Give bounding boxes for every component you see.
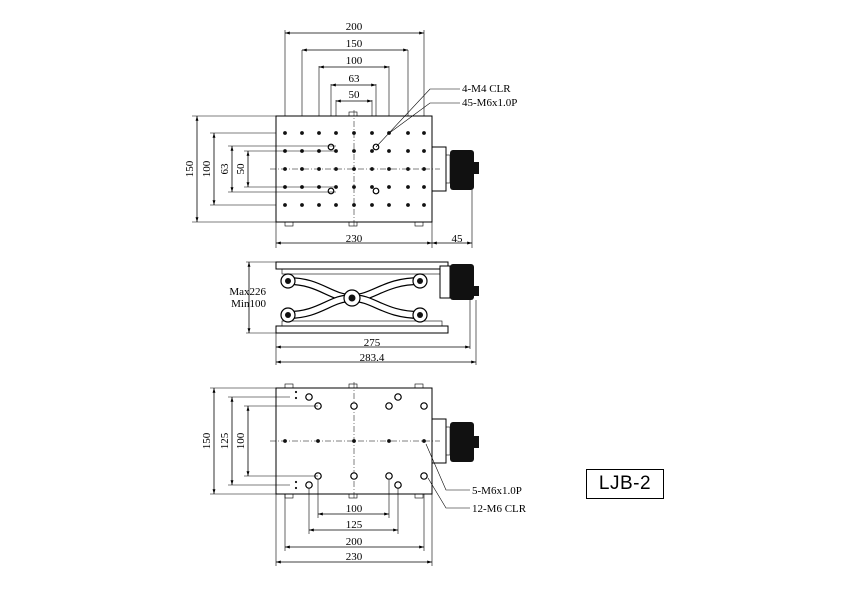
dim-bot-125: 125	[219, 432, 231, 449]
tapped-hole	[406, 149, 410, 153]
clearance-hole	[420, 472, 428, 480]
dim-left-63: 63	[219, 163, 231, 175]
tapped-hole	[387, 203, 391, 207]
clearance-hole	[350, 472, 358, 480]
tapped-hole	[370, 185, 374, 189]
clearance-hole	[305, 393, 313, 401]
tapped-hole	[422, 185, 426, 189]
tapped-hole	[300, 203, 304, 207]
dim-top-200: 200	[346, 21, 363, 33]
tapped-hole	[370, 167, 374, 171]
tapped-hole	[422, 149, 426, 153]
side-view: Max226 Min100 275 283.4	[229, 261, 479, 365]
tapped-hole	[406, 131, 410, 135]
tapped-hole	[406, 203, 410, 207]
tapped-hole	[334, 131, 338, 135]
tapped-hole	[387, 439, 391, 443]
bottom-view: 150 125 100 100 125 200 230 5-M6x1.0P 12…	[201, 382, 527, 566]
clearance-hole	[394, 481, 402, 489]
dim-side-283-4: 283.4	[360, 352, 385, 364]
clearance-hole	[385, 472, 393, 480]
dim-top-50: 50	[349, 89, 361, 101]
dim-bot-100: 100	[235, 432, 247, 449]
dim-top-230: 230	[346, 233, 363, 245]
clearance-hole	[420, 402, 428, 410]
dim-left-50: 50	[235, 163, 247, 175]
tapped-hole	[317, 167, 321, 171]
dim-side-min: Min100	[231, 298, 266, 310]
dim-bot-w-100: 100	[346, 503, 363, 515]
tapped-hole	[334, 167, 338, 171]
tapped-hole	[352, 167, 356, 171]
dim-top-63: 63	[349, 73, 361, 85]
tapped-hole	[283, 203, 287, 207]
small-mark	[294, 390, 298, 394]
tapped-hole	[387, 149, 391, 153]
clearance-hole	[327, 187, 335, 195]
callout-45-m6: 45-M6x1.0P	[462, 97, 517, 109]
tapped-hole	[370, 149, 374, 153]
clearance-hole	[350, 402, 358, 410]
callout-4-m4-clr: 4-M4 CLR	[462, 83, 511, 95]
tapped-hole	[317, 131, 321, 135]
model-label: LJB-2	[586, 469, 664, 499]
dim-side-max: Max226	[229, 286, 266, 298]
tapped-hole	[334, 203, 338, 207]
model-label-text: LJB-2	[598, 473, 652, 494]
tapped-hole	[283, 167, 287, 171]
tapped-hole	[352, 185, 356, 189]
dim-left-150: 150	[184, 160, 196, 177]
bottom-hole-pattern	[283, 390, 428, 490]
tapped-hole	[352, 439, 356, 443]
tapped-hole	[387, 167, 391, 171]
small-mark	[294, 480, 298, 484]
clearance-hole	[394, 393, 402, 401]
tapped-hole	[406, 185, 410, 189]
tapped-hole	[352, 131, 356, 135]
tapped-hole	[352, 203, 356, 207]
tapped-hole	[406, 167, 410, 171]
callout-5-m6: 5-M6x1.0P	[472, 485, 522, 497]
clearance-hole	[372, 187, 380, 195]
tapped-hole	[387, 185, 391, 189]
dim-bot-150: 150	[201, 432, 213, 449]
dim-bot-w-125: 125	[346, 519, 363, 531]
small-mark	[294, 396, 298, 400]
tapped-hole	[317, 203, 321, 207]
dim-bot-w-200: 200	[346, 536, 363, 548]
dim-top-100: 100	[346, 55, 363, 67]
tapped-hole	[422, 167, 426, 171]
tapped-hole	[316, 439, 320, 443]
tapped-hole	[422, 439, 426, 443]
tapped-hole	[300, 131, 304, 135]
clearance-hole	[385, 402, 393, 410]
dim-left-100: 100	[201, 160, 213, 177]
top-hole-grid	[283, 131, 426, 207]
tapped-hole	[352, 149, 356, 153]
tapped-hole	[370, 203, 374, 207]
tapped-hole	[283, 131, 287, 135]
tapped-hole	[422, 131, 426, 135]
clearance-hole	[305, 481, 313, 489]
dim-side-275: 275	[364, 337, 381, 349]
callout-12-m6-clr: 12-M6 CLR	[472, 503, 527, 515]
dim-top-150: 150	[346, 38, 363, 50]
clearance-hole	[327, 143, 335, 151]
tapped-hole	[422, 203, 426, 207]
tapped-hole	[283, 439, 287, 443]
top-view: 200 150 100 63 50 150 10	[184, 21, 517, 248]
tapped-hole	[300, 167, 304, 171]
dim-top-45: 45	[452, 233, 464, 245]
small-mark	[294, 486, 298, 490]
tapped-hole	[370, 131, 374, 135]
dim-bot-w-230: 230	[346, 551, 363, 563]
